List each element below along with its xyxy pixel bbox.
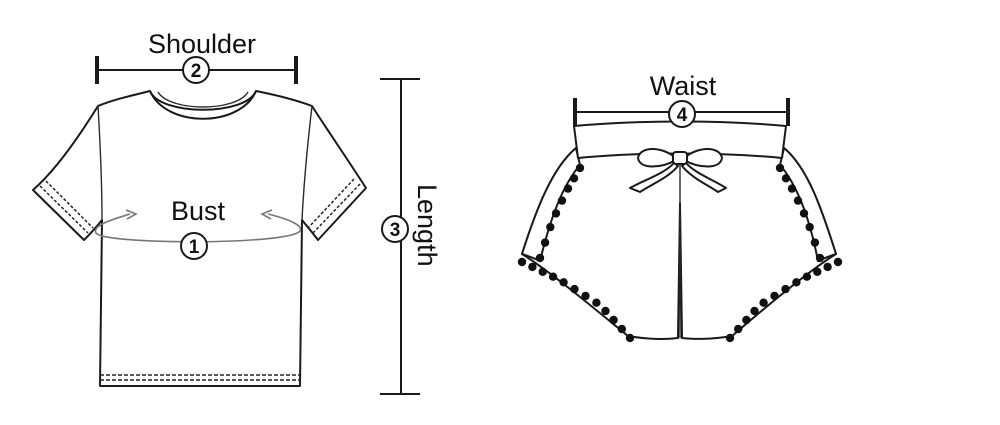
pompom — [625, 333, 635, 343]
pompom — [734, 324, 743, 334]
pompom — [546, 222, 555, 232]
shoulder-label: Shoulder — [148, 29, 256, 59]
pompom — [535, 253, 545, 263]
pompom — [617, 324, 626, 334]
pompom — [575, 163, 585, 173]
pompom — [813, 267, 822, 276]
pompom — [548, 272, 558, 281]
pompom — [592, 298, 601, 307]
waist-measure: Waist 4 — [573, 71, 790, 128]
pompom — [563, 184, 573, 193]
pompom — [815, 253, 825, 263]
waist-number: 4 — [677, 105, 688, 126]
pompom — [601, 306, 610, 316]
length-measure: 3 Length — [380, 78, 442, 395]
length-label: Length — [412, 184, 442, 267]
shoulder-measure: Shoulder 2 — [95, 29, 298, 84]
pompom — [609, 315, 618, 325]
pompom — [833, 257, 843, 267]
shorts-bow — [629, 148, 727, 193]
bust-measure: Bust 1 — [94, 196, 302, 260]
pompom — [787, 184, 797, 193]
pompom — [750, 306, 759, 316]
pompom — [805, 222, 814, 232]
pompom — [810, 238, 820, 247]
tshirt-collar-inner — [157, 91, 249, 108]
pompom — [775, 163, 785, 173]
length-number: 3 — [390, 220, 401, 241]
pompom — [770, 291, 779, 301]
pompom — [823, 262, 832, 272]
pompom — [799, 209, 809, 218]
pompom — [517, 257, 527, 267]
waist-label: Waist — [650, 71, 717, 101]
shorts-left-panel — [521, 147, 581, 262]
bust-label: Bust — [171, 196, 226, 226]
tshirt-collar — [149, 90, 257, 111]
pompom — [759, 298, 768, 307]
shorts-drawing — [517, 120, 843, 343]
pompom — [742, 315, 751, 325]
pompom — [570, 284, 579, 294]
shoulder-number: 2 — [191, 61, 202, 82]
pompom — [725, 333, 735, 343]
bust-number: 1 — [189, 237, 200, 258]
pompom — [551, 209, 561, 218]
pompom — [528, 262, 537, 272]
pompom — [538, 267, 547, 276]
pompom — [793, 196, 803, 205]
shorts-right-panel — [779, 147, 837, 262]
pompom — [540, 238, 550, 247]
pompom — [781, 174, 791, 183]
pompom — [781, 284, 790, 294]
pompom — [559, 278, 568, 287]
pompom — [557, 196, 567, 205]
pompom — [802, 272, 812, 281]
shorts-pompom-trim — [517, 163, 843, 343]
pompom — [792, 278, 801, 287]
pompom — [569, 174, 579, 183]
pompom — [581, 291, 590, 301]
